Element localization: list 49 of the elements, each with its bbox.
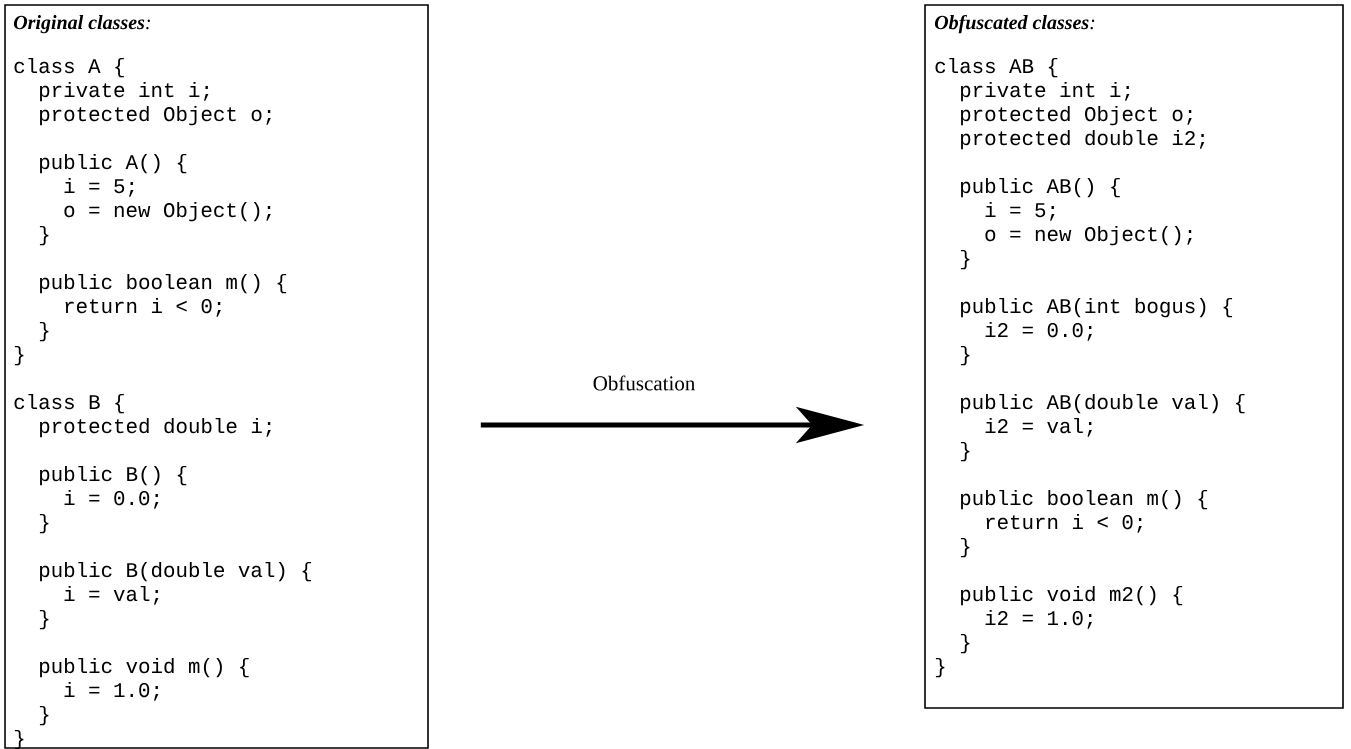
code-line: } [960, 537, 970, 558]
code-line: return i < 0; [65, 297, 221, 317]
code-line: } [39, 513, 49, 534]
code-line: } [14, 729, 24, 749]
code-line: private int i; [961, 81, 1130, 102]
code-line: public B(double val) { [40, 561, 312, 582]
code-line: class AB { [935, 57, 1058, 78]
code-line: i = 5; [64, 177, 134, 197]
code-panel [4, 4, 429, 749]
code-line: i2 = val; [985, 417, 1092, 437]
code-line: } [39, 705, 49, 726]
edge-label: Obfuscation [591, 374, 697, 392]
code-line: class A { [14, 57, 124, 78]
code-line: protected double i; [40, 417, 271, 438]
code-line: } [39, 321, 49, 342]
code-line: i = 5; [985, 201, 1055, 221]
panel-heading: Obfuscated classes: [934, 14, 1095, 34]
code-line: public AB() { [961, 177, 1120, 198]
code-line: } [39, 225, 49, 246]
code-line: } [14, 345, 24, 366]
code-line: i = 1.0; [64, 681, 159, 701]
code-line: public A() { [40, 153, 187, 174]
code-line: private int i; [40, 81, 209, 102]
code-line: public void m() { [40, 657, 249, 678]
code-line: public void m2() { [961, 585, 1183, 606]
code-line: i2 = 0.0; [985, 321, 1092, 341]
code-line: i = val; [64, 585, 159, 605]
code-line: } [960, 249, 970, 270]
code-panel [924, 4, 1344, 709]
code-line: public B() { [40, 465, 187, 486]
code-line: protected Object o; [40, 105, 271, 126]
code-line: public AB(int bogus) { [961, 297, 1233, 318]
code-line: i2 = 1.0; [985, 609, 1092, 629]
code-line: return i < 0; [986, 513, 1142, 533]
code-line: public boolean m() { [40, 273, 287, 294]
code-line: } [39, 609, 49, 630]
code-line: } [935, 657, 945, 678]
code-line: } [960, 633, 970, 654]
code-line: protected double i2; [961, 129, 1205, 150]
code-line: public AB(double val) { [961, 393, 1245, 414]
code-line: o = new Object(); [985, 225, 1192, 246]
code-line: } [960, 441, 970, 462]
code-line: protected Object o; [961, 105, 1192, 126]
code-line: o = new Object(); [64, 201, 271, 222]
code-line: i = 0.0; [64, 489, 159, 509]
code-line: } [960, 345, 970, 366]
code-line: class B { [14, 393, 124, 414]
code-line: public boolean m() { [961, 489, 1208, 510]
panel-heading: Original classes: [13, 15, 150, 34]
